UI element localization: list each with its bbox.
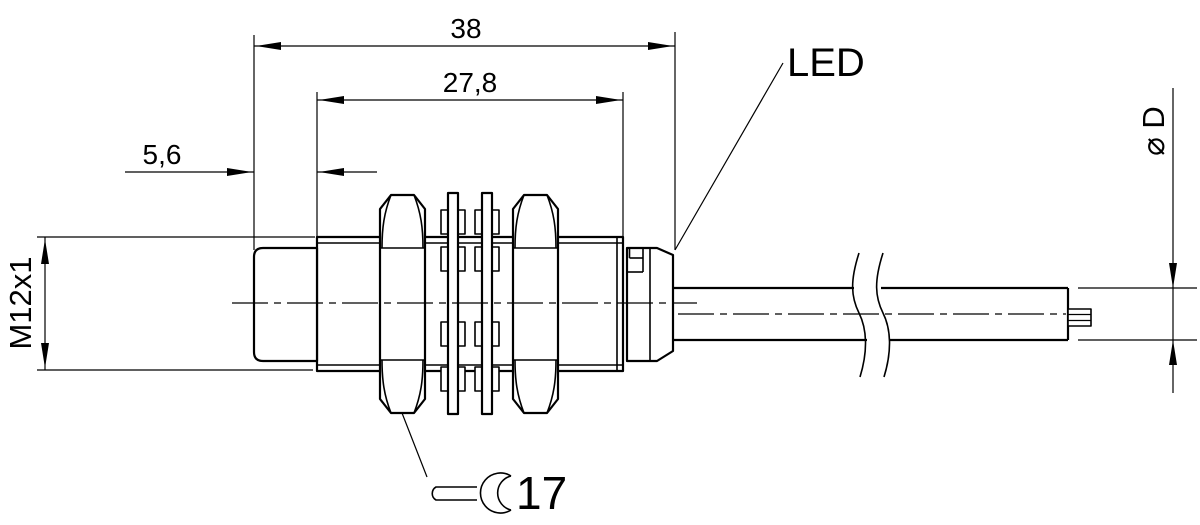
wire-stub: [1067, 308, 1092, 327]
sensor-front-cap: [252, 246, 319, 363]
dimension-threaded-length: 27,8: [316, 67, 624, 240]
arrowhead: [41, 239, 49, 264]
led-label: LED: [787, 41, 865, 85]
dimension-front-cap-length: 5,6: [125, 139, 377, 176]
arrowhead: [319, 168, 344, 176]
arrowhead: [596, 96, 621, 104]
hex-nut-front: [378, 193, 427, 415]
arrowhead: [1169, 263, 1177, 288]
cable-break-symbol: [851, 252, 891, 378]
dimension-thread-spec: M12x1: [3, 236, 315, 371]
dimension-overall-length: 38: [253, 13, 676, 250]
dim-label-thread-spec: M12x1: [3, 256, 38, 349]
led-window: [627, 248, 644, 273]
thread-barrel: [315, 235, 625, 373]
rear-housing: [625, 246, 675, 363]
arrowhead: [227, 168, 252, 176]
arrowhead: [1169, 340, 1177, 365]
arrowhead: [256, 42, 281, 50]
dim-label-threaded-length: 27,8: [443, 67, 498, 98]
dim-label-overall-length: 38: [450, 13, 481, 44]
cable: [673, 252, 1092, 378]
led-leader-line: [674, 62, 784, 251]
front-cap-outline: [252, 246, 319, 363]
led-callout: LED: [674, 41, 865, 251]
arrowhead: [41, 343, 49, 368]
arrowhead: [319, 96, 344, 104]
dim-label-cable-diameter: ⌀ D: [1136, 106, 1171, 156]
hex-nut-rear: [511, 193, 560, 415]
wrench-size-label: 17: [516, 467, 567, 519]
dim-label-front-cap-length: 5,6: [143, 139, 182, 170]
thread-barrel-outline: [315, 235, 625, 373]
wrench-leader-line: [401, 412, 428, 478]
wrench-icon: [431, 472, 512, 514]
dimension-cable-diameter: ⌀ D: [1078, 88, 1197, 393]
wrench-callout: 17: [401, 412, 567, 519]
arrowhead: [648, 42, 673, 50]
